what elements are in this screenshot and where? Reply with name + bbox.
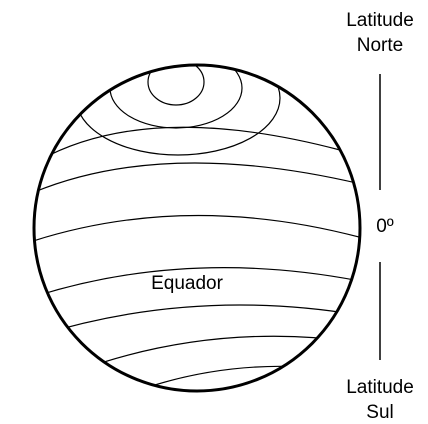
latitude-line-5 xyxy=(34,162,360,197)
north-label-line2: Norte xyxy=(357,35,403,56)
latitude-lines xyxy=(34,65,360,391)
globe-outline xyxy=(32,63,362,393)
latitude-line-6 xyxy=(34,214,360,243)
latitude-line-10 xyxy=(119,365,360,391)
south-label-line1: Latitude xyxy=(346,377,414,398)
equator-label: Equador xyxy=(151,273,224,294)
latitude-cap-inner xyxy=(147,65,205,106)
latitude-line-8 xyxy=(39,304,360,336)
latitude-cap-3 xyxy=(75,65,281,156)
south-label-line2: Sul xyxy=(366,402,393,423)
north-label-line1: Latitude xyxy=(346,10,414,31)
equator-degree-label: 0º xyxy=(376,216,394,237)
latitude-line-7 xyxy=(34,267,360,299)
globe xyxy=(32,63,362,393)
latitude-line-9 xyxy=(79,335,360,371)
latitude-line-4 xyxy=(39,126,341,161)
latitude-cap-2 xyxy=(109,65,243,129)
